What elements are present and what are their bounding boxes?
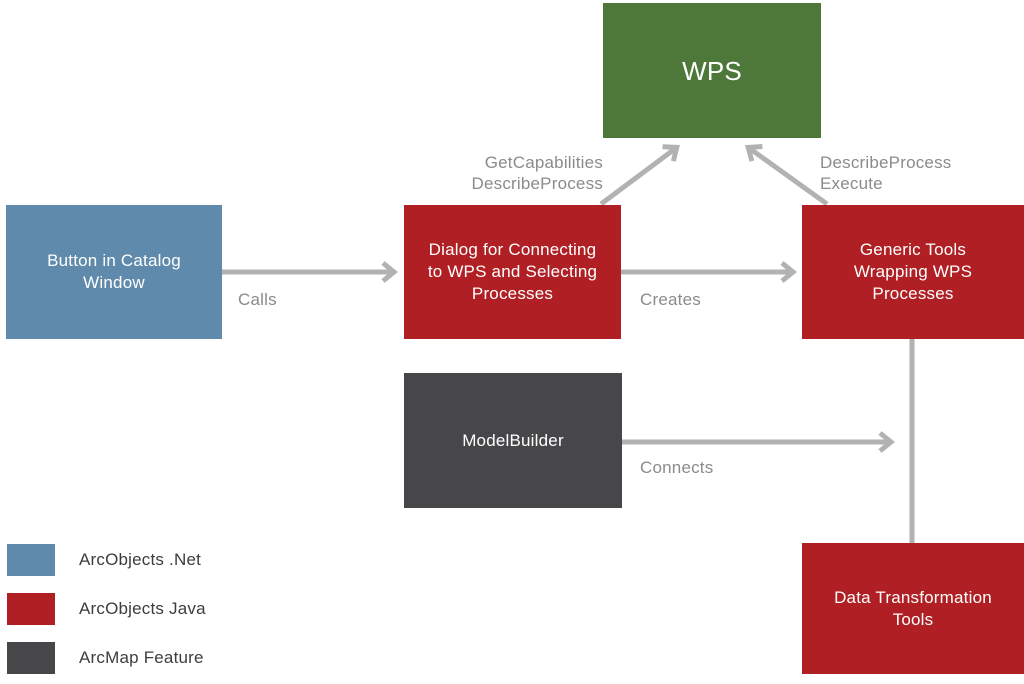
legend: ArcObjects .Net ArcObjects Java ArcMap F… bbox=[7, 544, 206, 684]
legend-row-arcobjects-java: ArcObjects Java bbox=[7, 593, 206, 625]
legend-label-arcobjects-net: ArcObjects .Net bbox=[79, 550, 202, 569]
legend-swatch-arcobjects-java bbox=[7, 593, 55, 625]
edge-label-connects: Connects bbox=[640, 458, 714, 477]
legend-swatch-arcobjects-net bbox=[7, 544, 55, 576]
edge-label-getcapabilities-describeprocess: GetCapabilities DescribeProcess bbox=[471, 153, 603, 193]
node-generic-tools-label: Generic Tools Wrapping WPS Processes bbox=[853, 240, 973, 303]
node-button-in-catalog-window-label: Button in Catalog Window bbox=[47, 251, 181, 292]
node-modelbuilder: ModelBuilder bbox=[404, 373, 622, 508]
legend-label-arcmap-feature: ArcMap Feature bbox=[79, 648, 204, 667]
edge-describeprocess-execute-arrow bbox=[744, 144, 829, 207]
legend-label-arcobjects-java: ArcObjects Java bbox=[79, 599, 206, 618]
edge-label-calls: Calls bbox=[238, 290, 277, 309]
node-modelbuilder-label: ModelBuilder bbox=[462, 430, 564, 450]
edge-getcapabilities-arrow bbox=[599, 144, 680, 207]
legend-swatch-arcmap-feature bbox=[7, 642, 55, 674]
node-dialog-for-connecting-label: Dialog for Connecting to WPS and Selecti… bbox=[427, 240, 598, 303]
legend-row-arcobjects-net: ArcObjects .Net bbox=[7, 544, 206, 576]
node-wps: WPS bbox=[603, 3, 821, 138]
node-button-in-catalog-window: Button in Catalog Window bbox=[6, 205, 222, 339]
node-dialog-for-connecting: Dialog for Connecting to WPS and Selecti… bbox=[404, 205, 621, 339]
node-data-transformation-tools-label: Data Transformation Tools bbox=[834, 587, 992, 629]
node-data-transformation-tools: Data Transformation Tools bbox=[802, 543, 1024, 674]
node-generic-tools: Generic Tools Wrapping WPS Processes bbox=[802, 205, 1024, 339]
edge-label-describeprocess-execute: DescribeProcess Execute bbox=[820, 153, 952, 193]
legend-row-arcmap-feature: ArcMap Feature bbox=[7, 642, 206, 674]
edge-label-creates: Creates bbox=[640, 290, 701, 309]
node-wps-label: WPS bbox=[682, 55, 742, 86]
